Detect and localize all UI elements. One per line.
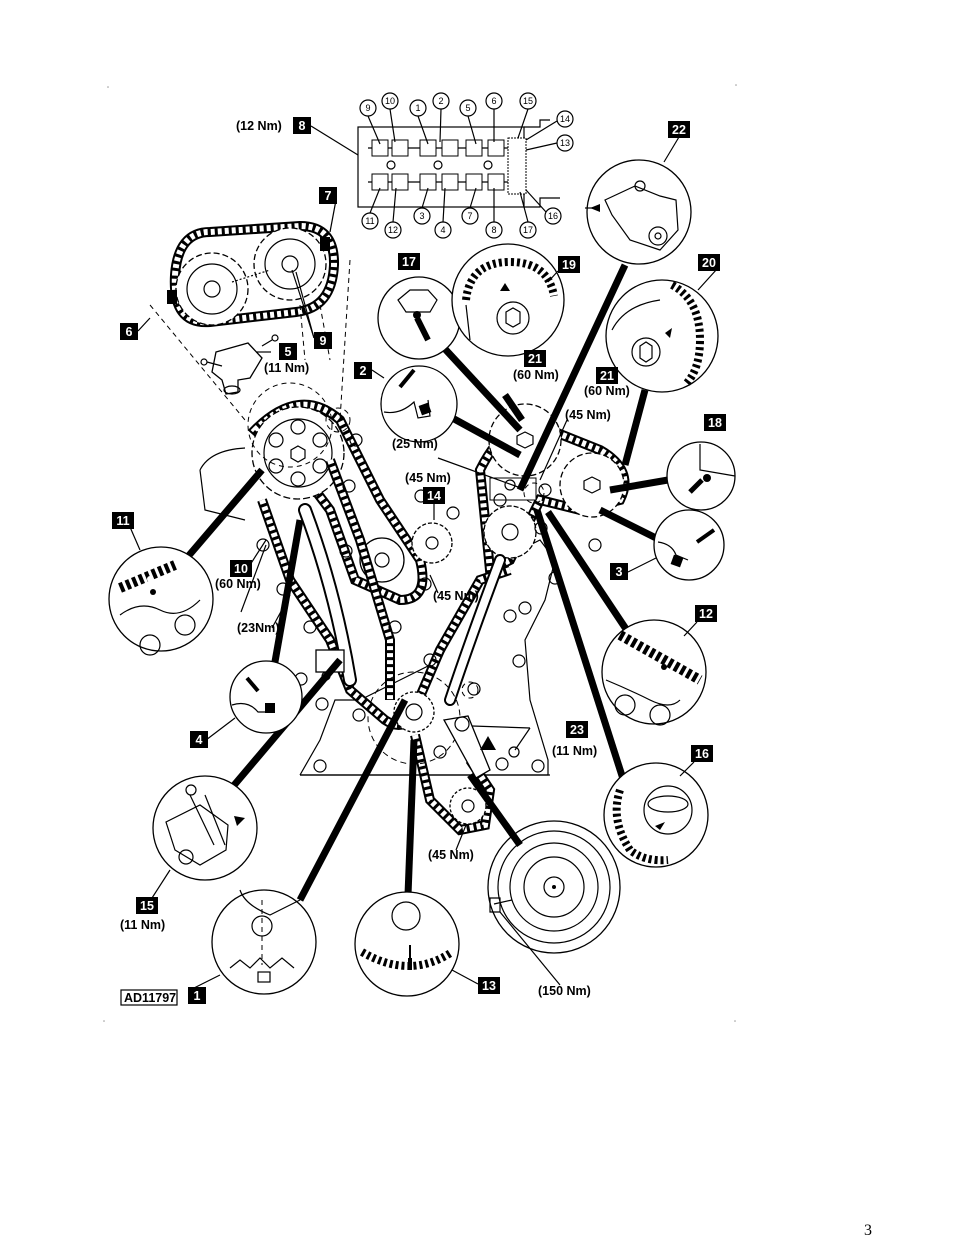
timing-chain-assembly (149, 259, 630, 836)
callout-2: 2 (354, 362, 372, 379)
sequence-number: 13 (560, 138, 570, 148)
torque-45a: (45 Nm) (565, 408, 611, 422)
svg-text:23: 23 (570, 723, 584, 737)
torque-21a: (60 Nm) (513, 368, 559, 382)
sequence-number: 4 (440, 225, 445, 235)
svg-text:12: 12 (699, 607, 713, 621)
svg-text:4: 4 (196, 733, 203, 747)
svg-text:8: 8 (299, 119, 306, 133)
sequence-number: 1 (415, 103, 420, 113)
sequence-number: 10 (385, 96, 395, 106)
callout-16: 16 (691, 745, 713, 762)
callout-6: 6 (120, 323, 138, 340)
torque-10: (60 Nm) (215, 577, 261, 591)
callout-22: 22 (668, 121, 690, 138)
callout-11: 11 (112, 512, 134, 529)
crank-pulley (487, 820, 621, 954)
sequence-number: 8 (491, 225, 496, 235)
torque-23nm: (23Nm) (237, 621, 279, 635)
svg-text:21: 21 (600, 369, 614, 383)
sequence-number: 2 (438, 96, 443, 106)
torque-45c: (45 Nm) (433, 589, 479, 603)
svg-text:14: 14 (427, 489, 441, 503)
callout-23: 23 (566, 721, 588, 738)
torque-25: (25 Nm) (392, 437, 438, 451)
torque-15: (11 Nm) (120, 918, 165, 932)
page-number: 3 (864, 1222, 872, 1239)
torque-5: (11 Nm) (264, 361, 309, 375)
sequence-number: 5 (465, 103, 470, 113)
torque-150: (150 Nm) (538, 984, 591, 998)
svg-text:19: 19 (562, 258, 576, 272)
callout-15: 15 (136, 897, 158, 914)
callout-21a: 21 (524, 350, 546, 367)
svg-text:16: 16 (695, 747, 709, 761)
sequence-number: 3 (419, 211, 424, 221)
callout-18: 18 (704, 414, 726, 431)
sequence-number: 7 (467, 211, 472, 221)
callout-4: 4 (190, 731, 208, 748)
svg-text:21: 21 (528, 352, 542, 366)
sequence-number: 16 (548, 211, 558, 221)
svg-text:1: 1 (194, 989, 201, 1003)
callout-boxes: 8 22 7 17 19 20 6 9 5 21 2 21 18 14 11 1… (112, 117, 726, 1004)
callout-7: 7 (319, 187, 337, 204)
figure-code: AD11797 (120, 989, 178, 1006)
callout-12: 12 (695, 605, 717, 622)
torque-45d: (45 Nm) (428, 848, 474, 862)
callout-13: 13 (478, 977, 500, 994)
svg-text:13: 13 (482, 979, 496, 993)
callout-10: 10 (230, 560, 252, 577)
callout-3: 3 (610, 563, 628, 580)
torque-45b: (45 Nm) (405, 471, 451, 485)
sequence-number: 9 (365, 103, 370, 113)
sequence-number: 15 (523, 96, 533, 106)
svg-text:10: 10 (234, 562, 248, 576)
callout-9: 9 (314, 332, 332, 349)
sequence-number: 17 (523, 225, 533, 235)
torque-23: (11 Nm) (552, 744, 597, 758)
callout-19: 19 (558, 256, 580, 273)
callout-1: 1 (188, 987, 206, 1004)
upper-cam-sprockets (167, 220, 340, 328)
svg-text:11: 11 (116, 514, 129, 528)
sequence-number: 11 (365, 216, 374, 226)
svg-text:15: 15 (140, 899, 154, 913)
detail-circles (108, 159, 736, 997)
callout-20: 20 (698, 254, 720, 271)
callout-8: 8 (293, 117, 311, 134)
svg-text:22: 22 (672, 123, 686, 137)
registration-marks (103, 84, 737, 1022)
svg-text:20: 20 (702, 256, 716, 270)
svg-text:18: 18 (708, 416, 722, 430)
svg-text:2: 2 (360, 364, 367, 378)
sensor-part-5 (200, 334, 279, 395)
torque-21b: (60 Nm) (584, 384, 630, 398)
leader-lines (182, 263, 669, 902)
torque-8: (12 Nm) (236, 119, 282, 133)
torque-labels: (12 Nm) (11 Nm) (60 Nm) (60 Nm) (45 Nm) … (120, 119, 630, 998)
svg-text:3: 3 (616, 565, 623, 579)
sequence-number: 12 (388, 225, 398, 235)
svg-text:7: 7 (325, 189, 332, 203)
sequence-number: 6 (491, 96, 496, 106)
svg-text:9: 9 (320, 334, 327, 348)
callout-5: 5 (279, 343, 297, 360)
svg-text:17: 17 (402, 255, 416, 269)
sequence-number: 14 (560, 114, 570, 124)
callout-21b: 21 (596, 367, 618, 384)
svg-text:5: 5 (285, 345, 292, 359)
callout-connectors (129, 125, 718, 989)
cam-cover-bolt-sequence: 9 10 1 2 5 6 15 14 13 11 12 3 4 7 8 17 1… (357, 92, 574, 239)
svg-text:AD11797: AD11797 (124, 991, 176, 1005)
callout-17: 17 (398, 253, 420, 270)
svg-text:6: 6 (126, 325, 133, 339)
callout-14: 14 (423, 487, 445, 504)
